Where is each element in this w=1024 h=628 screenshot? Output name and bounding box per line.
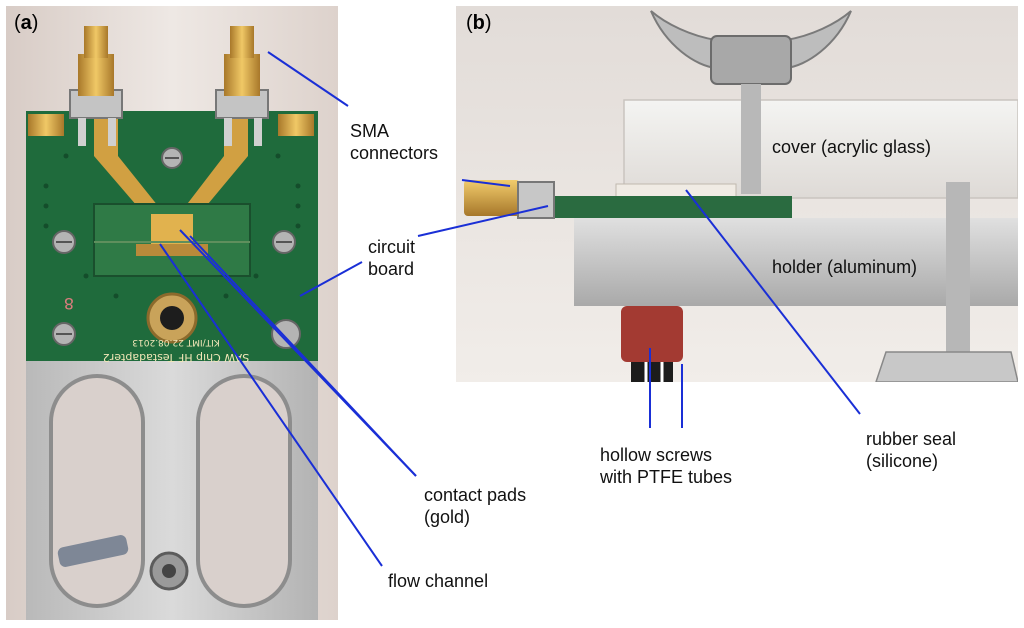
label-contact-pads: contact pads (gold)	[424, 485, 527, 527]
label-rubber-seal: rubber seal (silicone)	[866, 429, 957, 471]
center-bolt	[741, 84, 761, 194]
label-flow-channel: flow channel	[388, 571, 489, 591]
panel-label-a: (a)	[14, 12, 39, 34]
test-adapter-side-view	[456, 6, 1018, 382]
sma-connector-left	[69, 26, 123, 146]
contact-pads	[151, 214, 193, 244]
pcb-silkscreen-line1: SAW Chip HF Testadapter2	[103, 351, 249, 364]
label-cover: cover (acrylic glass)	[772, 137, 932, 157]
photo-panel-b	[456, 6, 1018, 382]
side-bolt	[946, 182, 970, 382]
rubber-seal	[615, 183, 737, 199]
label-sma-connectors: SMA connectors	[350, 121, 439, 163]
circuit-board-b	[548, 196, 792, 218]
test-adapter-top-view: SAW Chip HF Testadapter2 KIT/IMT 22.08.2…	[6, 6, 338, 620]
flow-channel	[136, 244, 208, 256]
pcb-mark: 8	[64, 294, 74, 313]
wing-nut	[650, 10, 852, 85]
label-circuit-board: circuit board	[368, 237, 416, 279]
label-holder: holder (aluminum)	[772, 257, 918, 277]
hollow-screw	[621, 306, 683, 382]
sma-connector-b	[464, 180, 555, 219]
photo-panel-a: SAW Chip HF Testadapter2 KIT/IMT 22.08.2…	[6, 6, 338, 620]
pcb-silkscreen-line2: KIT/IMT 22.08.2013	[132, 337, 219, 347]
label-hollow-screws: hollow screws with PTFE tubes	[600, 445, 733, 487]
sma-connector-right	[215, 26, 269, 146]
panel-label-b: (b)	[466, 12, 492, 34]
